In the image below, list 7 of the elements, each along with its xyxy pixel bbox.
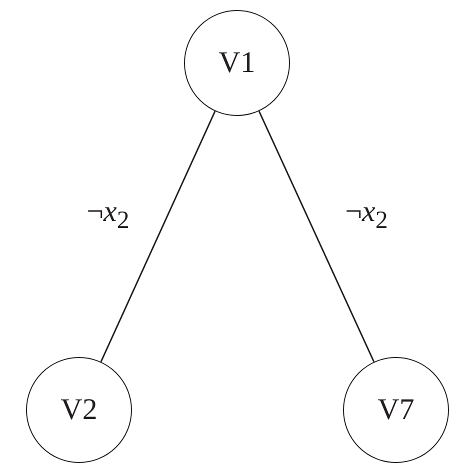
connector-line [258, 110, 375, 362]
edge-label: ¬x$_{2}$ [86, 194, 130, 234]
node-label: V1 [218, 46, 256, 80]
connector-line [100, 110, 216, 362]
node-label: V7 [378, 393, 414, 427]
node-label: V2 [60, 393, 98, 427]
edge-label: ¬x$_{2}$ [345, 194, 388, 234]
